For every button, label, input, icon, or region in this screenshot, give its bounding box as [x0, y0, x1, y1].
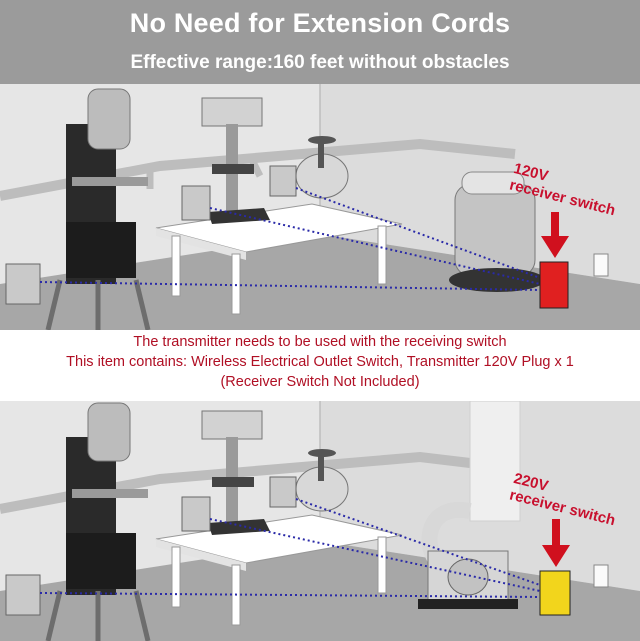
page-title: No Need for Extension Cords: [129, 8, 511, 38]
dust-collector-icon: [418, 501, 518, 609]
bandsaw-icon: [45, 88, 151, 330]
workshop-scene-120v: [0, 84, 640, 330]
wall-outlet: [593, 564, 609, 588]
header-banner: No Need for Extension Cords Effective ra…: [0, 0, 640, 84]
workshop-illustration-120v: [0, 84, 640, 330]
caption-package-contents: This item contains: Wireless Electrical …: [66, 354, 574, 370]
drill-press-icon: [201, 410, 270, 535]
transmitter-plug-1: [5, 574, 41, 616]
workbench: [155, 203, 403, 315]
red-arrow-icon: [541, 212, 569, 258]
caption-receiver-not-included: (Receiver Switch Not Included): [220, 374, 420, 390]
workshop-illustration-220v: [0, 401, 640, 641]
drill-press-icon: [201, 97, 270, 224]
sander-icon: [295, 136, 349, 199]
transmitter-plug-2: [181, 185, 211, 221]
receiver-switch-220v: [539, 570, 571, 616]
caption-transmitter-note: The transmitter needs to be used with th…: [133, 334, 507, 350]
dust-collector-duct: [469, 401, 521, 522]
transmitter-plug-3: [269, 165, 297, 197]
red-arrow-icon: [542, 519, 570, 567]
workshop-scene-220v: [0, 401, 640, 641]
transmitter-plug-2: [181, 496, 211, 532]
bandsaw-icon: [45, 402, 151, 641]
signal-lines: [39, 187, 541, 291]
sander-icon: [295, 449, 349, 512]
wall-outlet: [593, 253, 609, 277]
transmitter-plug-1: [5, 263, 41, 305]
page-subtitle: Effective range:160 feet without obstacl…: [130, 52, 510, 73]
transmitter-plug-3: [269, 476, 297, 508]
floor: [0, 234, 640, 330]
signal-lines: [39, 498, 541, 598]
receiver-switch-120v: [539, 261, 569, 309]
